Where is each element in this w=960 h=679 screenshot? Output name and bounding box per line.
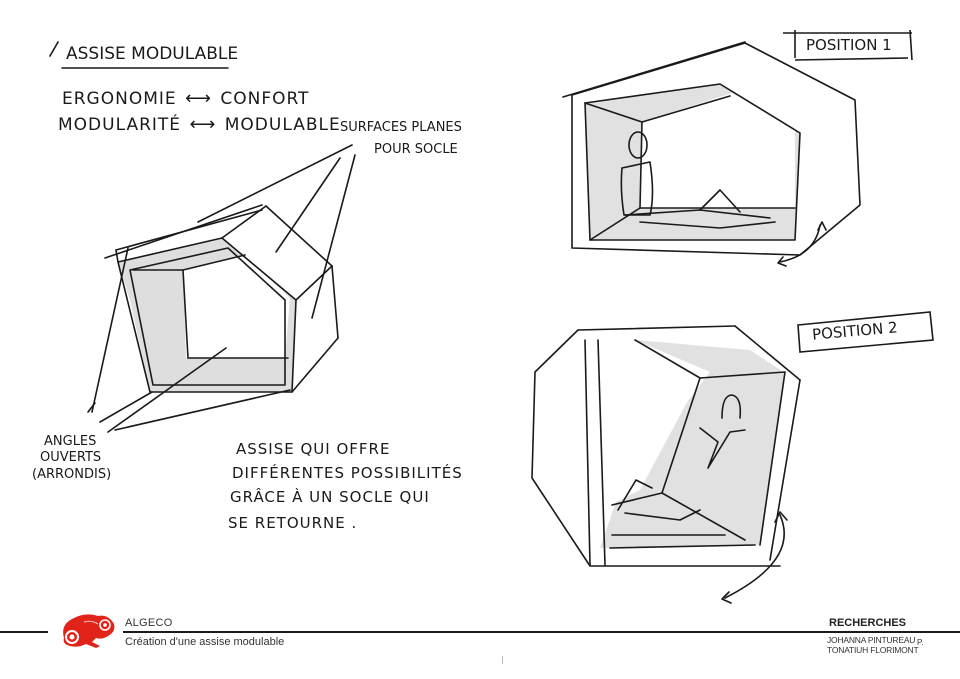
footer-page-label: P. bbox=[917, 638, 924, 647]
annotation-arrondis: (arrondis) bbox=[32, 467, 112, 482]
annotation-pour-socle: pour socle bbox=[374, 142, 458, 157]
note-row-2: Modularité ⟷ Modulable bbox=[58, 114, 341, 135]
chameleon-logo bbox=[63, 614, 115, 648]
note-confort: Confort bbox=[220, 89, 310, 109]
double-arrow-icon: ⟷ bbox=[189, 114, 217, 135]
pentagon-module-sketch bbox=[87, 144, 356, 433]
position-1-label: Position 1 bbox=[806, 36, 892, 54]
description-line: grâce à un socle qui bbox=[230, 488, 430, 506]
footer-project: Création d'une assise modulable bbox=[125, 636, 285, 648]
footer-brand: ALGECO bbox=[125, 617, 173, 629]
description-line: Assise qui offre bbox=[236, 440, 391, 458]
note-modularite: Modularité bbox=[58, 115, 182, 135]
position-1-sketch bbox=[562, 41, 861, 267]
footer-author: JOHANNA PINTUREAU bbox=[827, 635, 916, 645]
footer-rule-left bbox=[0, 631, 48, 633]
description-line: se retourne . bbox=[228, 514, 358, 532]
double-arrow-icon: ⟷ bbox=[185, 88, 212, 109]
note-row-1: Ergonomie ⟷ Confort bbox=[62, 88, 309, 109]
description-line: différentes possibilités bbox=[232, 464, 463, 482]
position-2-sketch bbox=[531, 325, 801, 604]
annotation-surfaces-planes: Surfaces planes bbox=[340, 120, 462, 135]
note-modulable: Modulable bbox=[224, 115, 341, 135]
annotation-ouverts: ouverts bbox=[40, 450, 102, 465]
footer-author: TONATIUH FLORIMONT bbox=[827, 645, 919, 655]
footer-rule-main bbox=[123, 631, 960, 633]
footer-section: RECHERCHES bbox=[829, 617, 907, 629]
note-ergonomie: Ergonomie bbox=[62, 89, 177, 109]
center-tick bbox=[502, 656, 503, 664]
annotation-angles: Angles bbox=[44, 434, 97, 449]
sketch-title: Assise modulable bbox=[66, 44, 239, 64]
